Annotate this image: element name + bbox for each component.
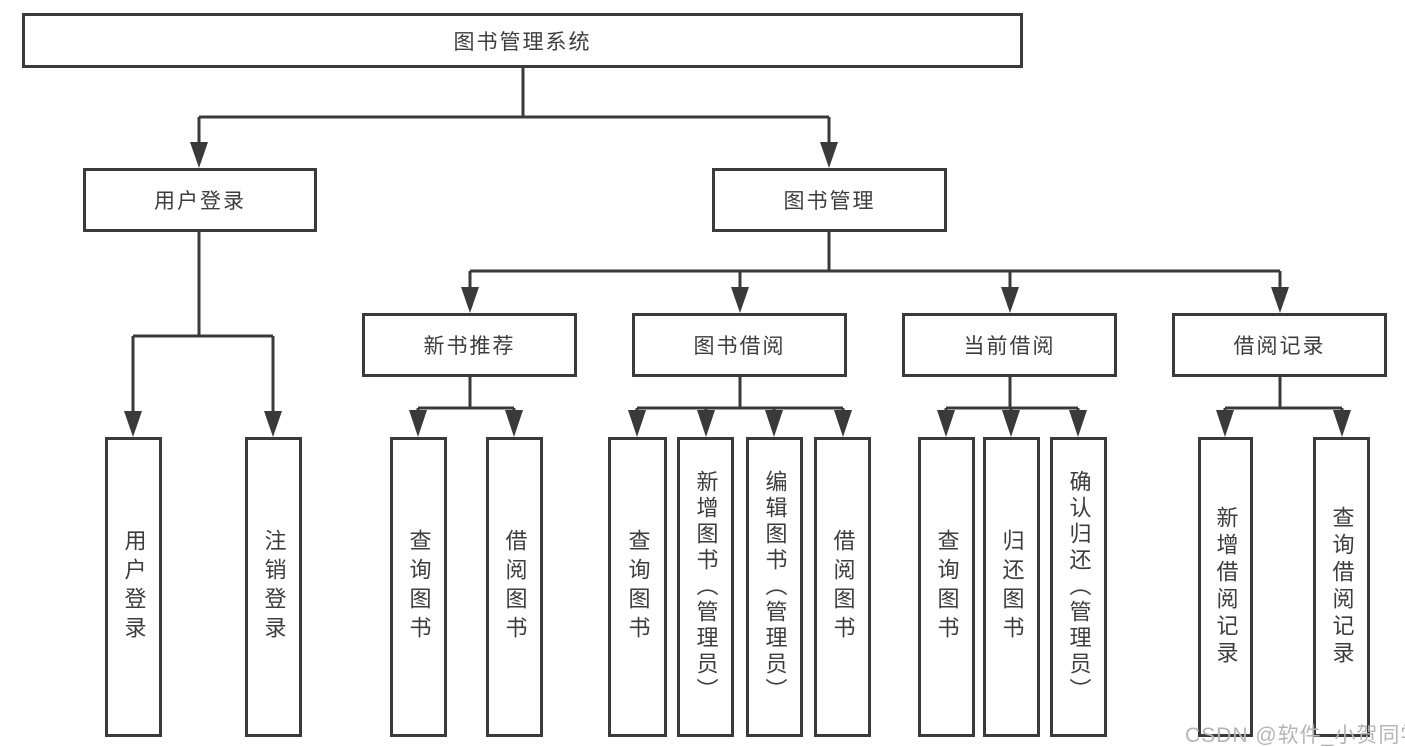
- leaf-label: 新增借阅记录: [1213, 506, 1239, 668]
- leaf-label: 编辑图书（管理员）: [762, 470, 788, 704]
- leaf-borrow-books-recommend: 借阅图书: [486, 437, 543, 737]
- leaf-label: 借阅图书: [502, 529, 528, 645]
- node-label: 新书推荐: [423, 335, 516, 358]
- leaf-label: 归还图书: [999, 529, 1025, 645]
- branch-root-to-level2: [190, 68, 838, 168]
- leaf-borrow-books: 借阅图书: [814, 437, 871, 737]
- node-book-management: 图书管理: [712, 168, 947, 232]
- leaf-label: 查询图书: [934, 529, 960, 645]
- leaf-query-books-borrow: 查询图书: [608, 437, 667, 737]
- node-book-borrow: 图书借阅: [632, 313, 847, 377]
- leaf-query-books-current: 查询图书: [918, 437, 975, 737]
- node-label: 图书管理系统: [453, 30, 592, 54]
- leaf-add-borrow-record: 新增借阅记录: [1198, 437, 1253, 737]
- leaf-user-login: 用户登录: [105, 437, 162, 737]
- branch-user-login: [124, 232, 282, 437]
- node-label: 当前借阅: [963, 335, 1056, 358]
- leaf-label: 注销登录: [261, 529, 287, 645]
- leaf-add-books-admin: 新增图书（管理员）: [677, 437, 734, 737]
- node-new-book-recommend: 新书推荐: [362, 313, 577, 377]
- node-library-system: 图书管理系统: [22, 13, 1023, 68]
- leaf-query-borrow-record: 查询借阅记录: [1313, 437, 1370, 737]
- leaf-query-books-recommend: 查询图书: [390, 437, 447, 737]
- node-label: 图书借阅: [693, 335, 786, 358]
- leaf-label: 确认归还（管理员）: [1066, 470, 1092, 704]
- leaf-return-books: 归还图书: [983, 437, 1040, 737]
- leaf-confirm-return-admin: 确认归还（管理员）: [1050, 437, 1107, 737]
- node-label: 用户登录: [154, 190, 246, 213]
- leaf-edit-books-admin: 编辑图书（管理员）: [746, 437, 803, 737]
- branch-current-borrow: [937, 377, 1087, 437]
- node-borrow-records: 借阅记录: [1172, 313, 1387, 377]
- leaf-logout: 注销登录: [245, 437, 302, 737]
- branch-new-books: [409, 377, 523, 437]
- node-user-login: 用户登录: [83, 168, 317, 232]
- csdn-watermark: CSDN @软件_小贺同学: [1185, 724, 1405, 747]
- leaf-label: 用户登录: [121, 529, 147, 645]
- leaf-label: 查询图书: [406, 529, 432, 645]
- branch-book-management: [461, 232, 1289, 313]
- node-current-borrow: 当前借阅: [902, 313, 1117, 377]
- node-label: 借阅记录: [1233, 335, 1326, 358]
- leaf-label: 查询借阅记录: [1329, 506, 1355, 668]
- leaf-label: 新增图书（管理员）: [693, 470, 719, 704]
- branch-borrow-records: [1216, 377, 1351, 437]
- leaf-label: 查询图书: [625, 529, 651, 645]
- leaf-label: 借阅图书: [830, 529, 856, 645]
- branch-book-borrow: [628, 377, 852, 437]
- node-label: 图书管理: [783, 190, 876, 213]
